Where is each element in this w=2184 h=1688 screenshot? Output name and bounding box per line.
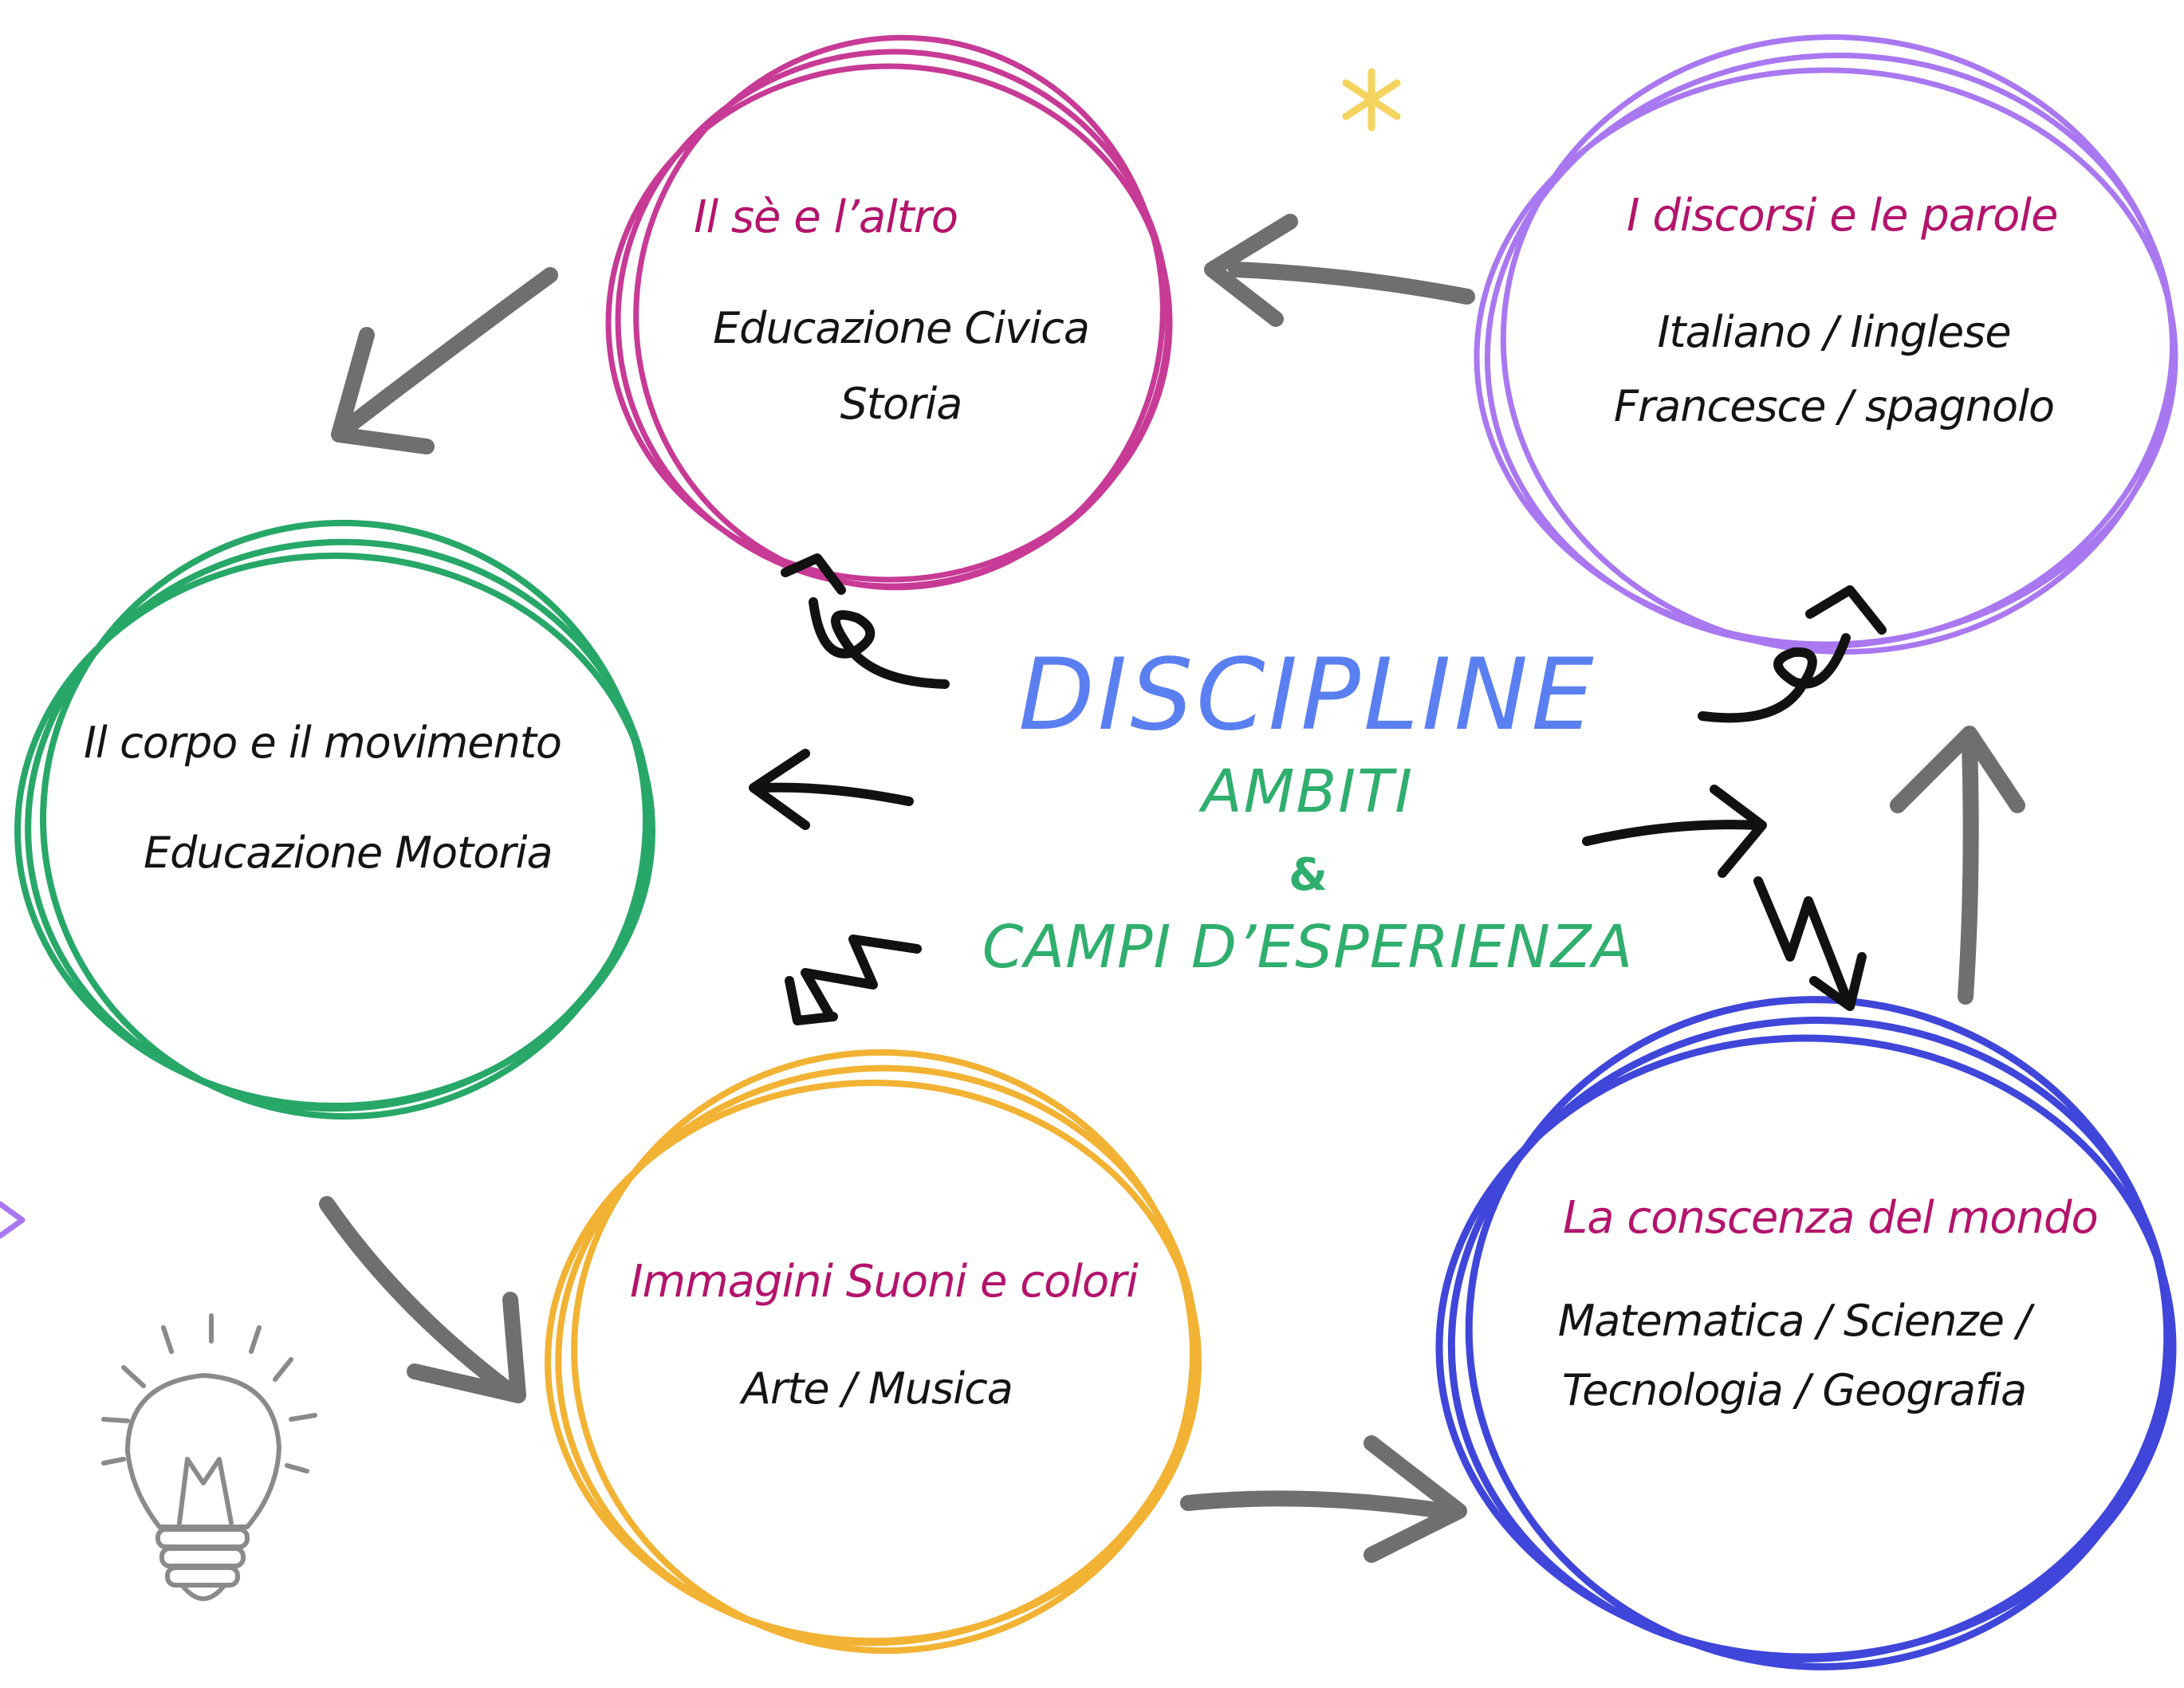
lightbulb-icon — [101, 1313, 317, 1601]
circle-title-corpo: Il corpo e il movimento — [84, 718, 562, 768]
circle-line-se-altro-2: Storia — [840, 379, 963, 429]
circle-line-discorsi-2: Francesce / spagnolo — [1613, 381, 2055, 431]
arrow-corpo-to-immagini — [319, 1196, 526, 1403]
circle-se-altro — [605, 34, 1173, 591]
arrow-center-to-discorsi — [1698, 585, 1887, 723]
center-subtitle-campi: CAMPI D’ESPERIENZA — [982, 913, 1634, 982]
circle-corpo — [14, 519, 655, 1120]
arrow-se-altro-to-corpo — [331, 267, 558, 454]
circle-line-se-altro-1: Educazione Civica — [713, 303, 1090, 353]
circle-title-se-altro: Il sè e l’altro — [694, 191, 958, 243]
arrow-conoscenza-to-discorsi — [1890, 726, 2025, 1005]
circle-immagini — [545, 1049, 1202, 1655]
circle-conoscenza — [1435, 996, 2177, 1670]
circle-title-immagini: Immagini Suoni e colori — [630, 1256, 1139, 1308]
arrow-center-to-se-altro — [781, 553, 950, 689]
arrow-center-to-immagini — [785, 934, 922, 1025]
center-ampersand: & — [1289, 849, 1328, 901]
circle-title-conoscenza: La conscenza del mondo — [1563, 1192, 2099, 1244]
arrow-center-to-conoscenza — [1582, 785, 1767, 878]
arrow-center-to-conoscenza-zigzag — [1753, 876, 1867, 1011]
arrow-immagini-to-conoscenza — [1180, 1435, 1467, 1563]
arrow-discorsi-to-se-altro — [1204, 214, 1475, 327]
circle-line-corpo-1: Educazione Motoria — [144, 828, 553, 878]
circle-title-discorsi: I discorsi e le parole — [1627, 190, 2058, 242]
star-icon — [1342, 68, 1401, 132]
circle-line-conoscenza-1: Matematica / Scienze / — [1557, 1296, 2032, 1346]
center-subtitle-ambiti: AMBITI — [1201, 757, 1415, 826]
center-title: DISCIPLINE — [1018, 638, 1597, 753]
circle-line-conoscenza-2: Tecnologia / Geografia — [1561, 1365, 2027, 1415]
circle-line-discorsi-1: Italiano / Iinglese — [1657, 307, 2011, 357]
arrow-center-to-corpo — [749, 749, 914, 830]
circle-line-immagini-1: Arte / Musica — [742, 1363, 1013, 1414]
spark-icon — [0, 1201, 26, 1239]
